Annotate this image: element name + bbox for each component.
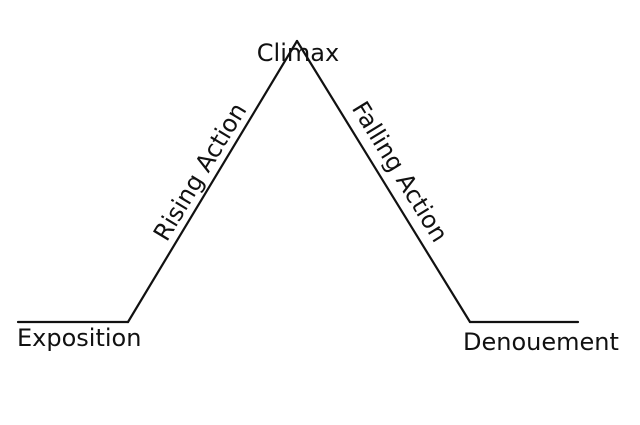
rising-action-label: Rising Action xyxy=(148,98,252,246)
denouement-label: Denouement xyxy=(463,328,619,356)
climax-label: Climax xyxy=(257,39,339,67)
exposition-label: Exposition xyxy=(17,324,141,352)
falling-action-label: Falling Action xyxy=(346,97,453,248)
rising-action-line xyxy=(126,39,299,324)
falling-action-line xyxy=(295,39,472,324)
